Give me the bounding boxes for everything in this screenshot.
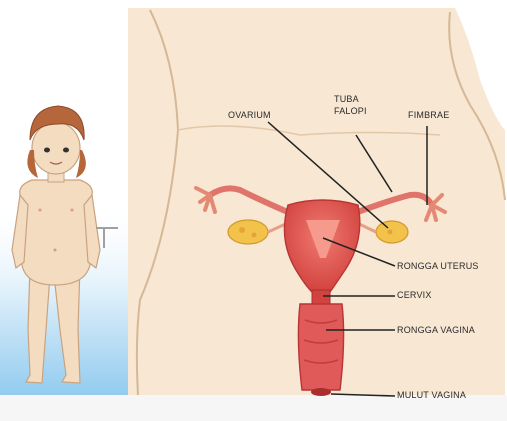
label-cervix: CERVIX <box>397 290 432 301</box>
label-rongga-uterus: RONGGA UTERUS <box>397 261 479 272</box>
vaginal-opening <box>311 388 331 396</box>
label-fimbrae: FIMBRAE <box>408 110 449 121</box>
label-rongga-vagina: RONGGA VAGINA <box>397 325 475 336</box>
label-tuba-line1: TUBA <box>334 94 359 105</box>
label-mulut-vagina: MULUT VAGINA <box>397 390 466 401</box>
cervix <box>312 290 330 304</box>
ovary-left <box>228 220 268 244</box>
label-tuba-line2: FALOPI <box>334 106 367 117</box>
label-ovarium: OVARIUM <box>228 110 271 121</box>
vagina <box>298 304 343 390</box>
